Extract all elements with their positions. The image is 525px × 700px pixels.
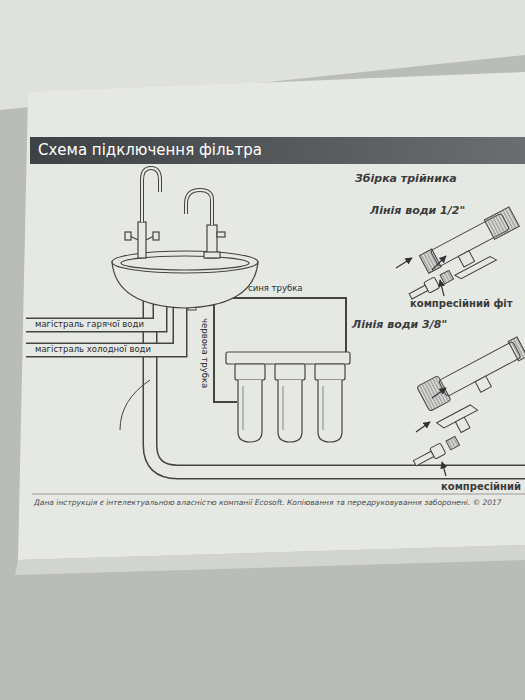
sink	[112, 251, 258, 308]
sink-faucet	[125, 168, 160, 258]
compression-fitting	[412, 435, 460, 468]
valve-handle	[437, 403, 483, 440]
part-name: компресійний фіт	[410, 298, 513, 310]
part-name: компресійний	[441, 481, 521, 493]
tube-label: синя трубка	[248, 283, 303, 293]
page-edge	[15, 545, 525, 575]
footer-rule	[32, 494, 525, 495]
footer-note: Дана інструкція є інтелектуальною власні…	[34, 498, 514, 507]
title-banner	[30, 137, 525, 164]
page-title: Схема підключення фільтра	[38, 141, 262, 159]
section-heading: Збірка трійника	[355, 172, 457, 185]
filter-unit	[226, 352, 350, 442]
pipe-label: магістраль гарячої води	[34, 319, 145, 329]
assembly-arrows	[396, 256, 446, 296]
pipe-label: магістраль холодної води	[34, 344, 152, 354]
tube-label: червона трубка	[200, 318, 210, 388]
book-page	[18, 72, 525, 560]
assembly-arrows	[416, 388, 446, 476]
line-label: Лінія води 3/8"	[352, 318, 447, 331]
red-tube	[196, 300, 237, 402]
line-label: Лінія води 1/2"	[370, 204, 465, 217]
compression-fitting	[408, 269, 454, 301]
filter-faucet	[186, 190, 225, 258]
